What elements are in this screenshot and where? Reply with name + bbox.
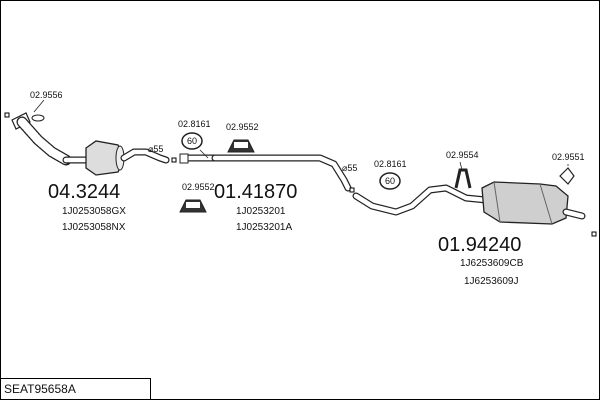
connection-marker xyxy=(4,112,10,118)
hanger-icon xyxy=(454,161,472,189)
part-number-middle: 01.41870 xyxy=(214,181,297,203)
ring-clamp-icon: 60 xyxy=(181,132,209,159)
part-number-rear: 01.94240 xyxy=(438,234,521,256)
accessory-label-a2: 02.8161 xyxy=(178,119,211,129)
dimension-label-2: ⌀55 xyxy=(342,163,357,173)
part-number-front: 04.3244 xyxy=(48,181,120,203)
oe-number-front-2: 1J0253058NX xyxy=(62,222,126,233)
svg-text:60: 60 xyxy=(385,176,395,186)
oe-number-front-1: 1J0253058GX xyxy=(62,206,126,217)
front-pipe-catalyst xyxy=(4,112,177,176)
oe-number-middle-1: 1J0253201 xyxy=(236,206,286,217)
ring-clamp-icon-2: 60 xyxy=(379,172,401,190)
accessory-label-a6: 02.9554 xyxy=(446,150,479,160)
clamp-icon xyxy=(559,164,575,185)
accessory-label-a4: 02.9552 xyxy=(182,182,215,192)
accessory-label-a7: 02.9551 xyxy=(552,152,585,162)
oe-number-rear-1: 1J6253609CB xyxy=(460,258,524,269)
oe-number-rear-2: 1J6253609J xyxy=(464,276,519,287)
accessory-label-a5: 02.8161 xyxy=(374,159,407,169)
rubber-mount-icon-2 xyxy=(179,199,207,213)
rear-silencer xyxy=(481,181,569,225)
diagram-title: SEAT95658A xyxy=(4,382,76,396)
rear-pipe-silencer xyxy=(352,181,597,237)
ring-size-label: 60 xyxy=(187,136,197,146)
oe-number-middle-2: 1J0253201A xyxy=(236,222,292,233)
middle-pipe xyxy=(179,153,355,193)
gasket-icon xyxy=(31,99,45,122)
accessory-label-a3: 02.9552 xyxy=(226,122,259,132)
accessory-label-a1: 02.9556 xyxy=(30,90,63,100)
rubber-mount-icon xyxy=(227,139,255,153)
dimension-label-1: ⌀55 xyxy=(148,144,163,154)
